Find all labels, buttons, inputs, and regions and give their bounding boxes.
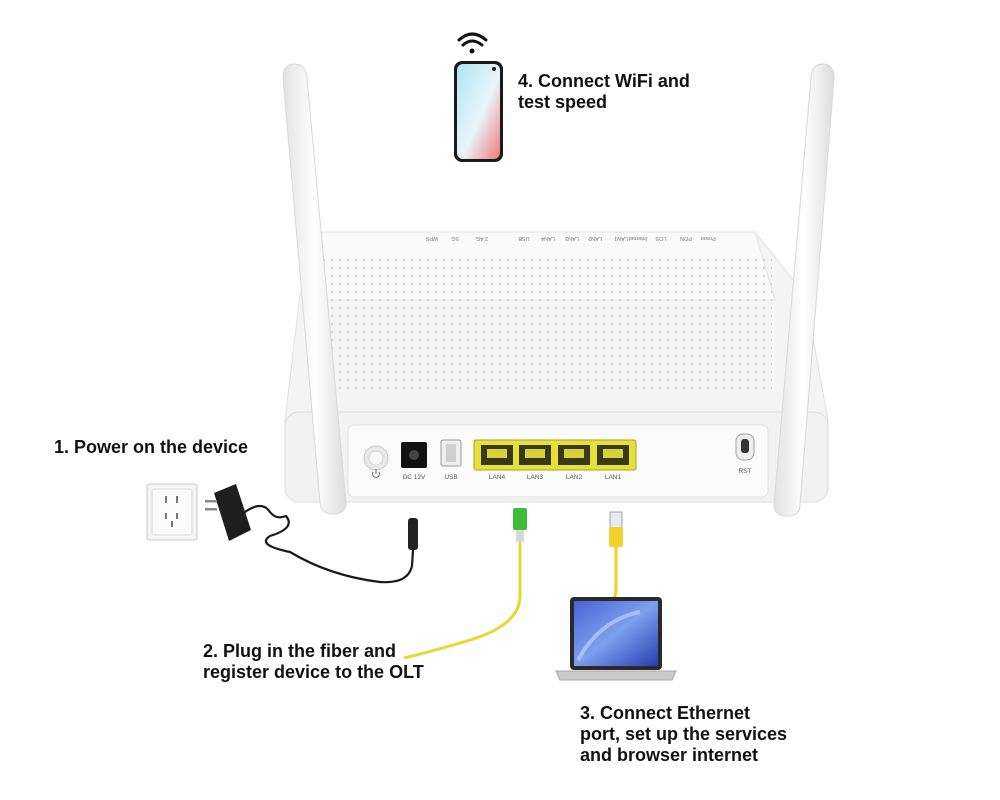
- router-icon: PowerPONLOSInternetLAN1LAN2LAN3LAN4USB2.…: [282, 63, 835, 517]
- step-power-label: 1. Power on the device: [54, 437, 249, 457]
- usb-port[interactable]: [440, 439, 462, 467]
- lan4-port[interactable]: [481, 445, 513, 465]
- dc-power-port[interactable]: [401, 442, 427, 468]
- lan1-label: LAN1: [605, 474, 622, 481]
- step-ethernet-label: 3. Connect Ethernet port, set up the ser…: [580, 703, 788, 765]
- wifi-icon: [457, 32, 488, 54]
- rst-label: RST: [739, 468, 752, 475]
- usb-port-label: USB: [444, 474, 457, 481]
- indicator-label-los: LOS: [655, 235, 666, 241]
- smartphone-icon: [454, 61, 503, 162]
- power-adapter-icon: [205, 484, 251, 541]
- power-cable: [243, 504, 418, 584]
- indicator-label-power: Power: [700, 235, 716, 241]
- indicator-label-lan2: LAN2: [588, 235, 602, 241]
- lan1-port[interactable]: [597, 445, 629, 465]
- power-button[interactable]: [363, 445, 389, 471]
- indicator-label-lan3: LAN3: [565, 235, 579, 241]
- right-antenna: [773, 63, 835, 517]
- step-fiber-label: 2. Plug in the fiber and register device…: [203, 641, 424, 682]
- indicator-label-24g: 2.4G: [476, 235, 488, 241]
- power-symbol-icon: [372, 469, 380, 478]
- lan2-label: LAN2: [566, 474, 583, 481]
- lan4-label: LAN4: [489, 474, 506, 481]
- reset-button[interactable]: [735, 433, 755, 461]
- indicator-label-5g: 5G: [451, 235, 458, 241]
- lan2-port[interactable]: [558, 445, 590, 465]
- indicator-label-wps: WPS: [425, 235, 438, 241]
- left-antenna: [282, 63, 347, 515]
- indicator-label-internet: Internet: [628, 235, 647, 241]
- power-outlet-icon: [146, 483, 198, 541]
- indicator-label-pon: PON: [680, 235, 692, 241]
- lan3-port[interactable]: [519, 445, 551, 465]
- laptop-icon: [555, 597, 677, 681]
- indicator-label-lan4: LAN4: [541, 235, 555, 241]
- dc-port-label: DC 12V: [403, 474, 426, 481]
- indicator-label-lan1: LAN1: [614, 235, 628, 241]
- indicator-label-usb: USB: [518, 235, 530, 241]
- fiber-cable: [403, 508, 527, 660]
- step-wifi-label: 4. Connect WiFi and test speed: [518, 71, 690, 112]
- lan3-label: LAN3: [527, 474, 544, 481]
